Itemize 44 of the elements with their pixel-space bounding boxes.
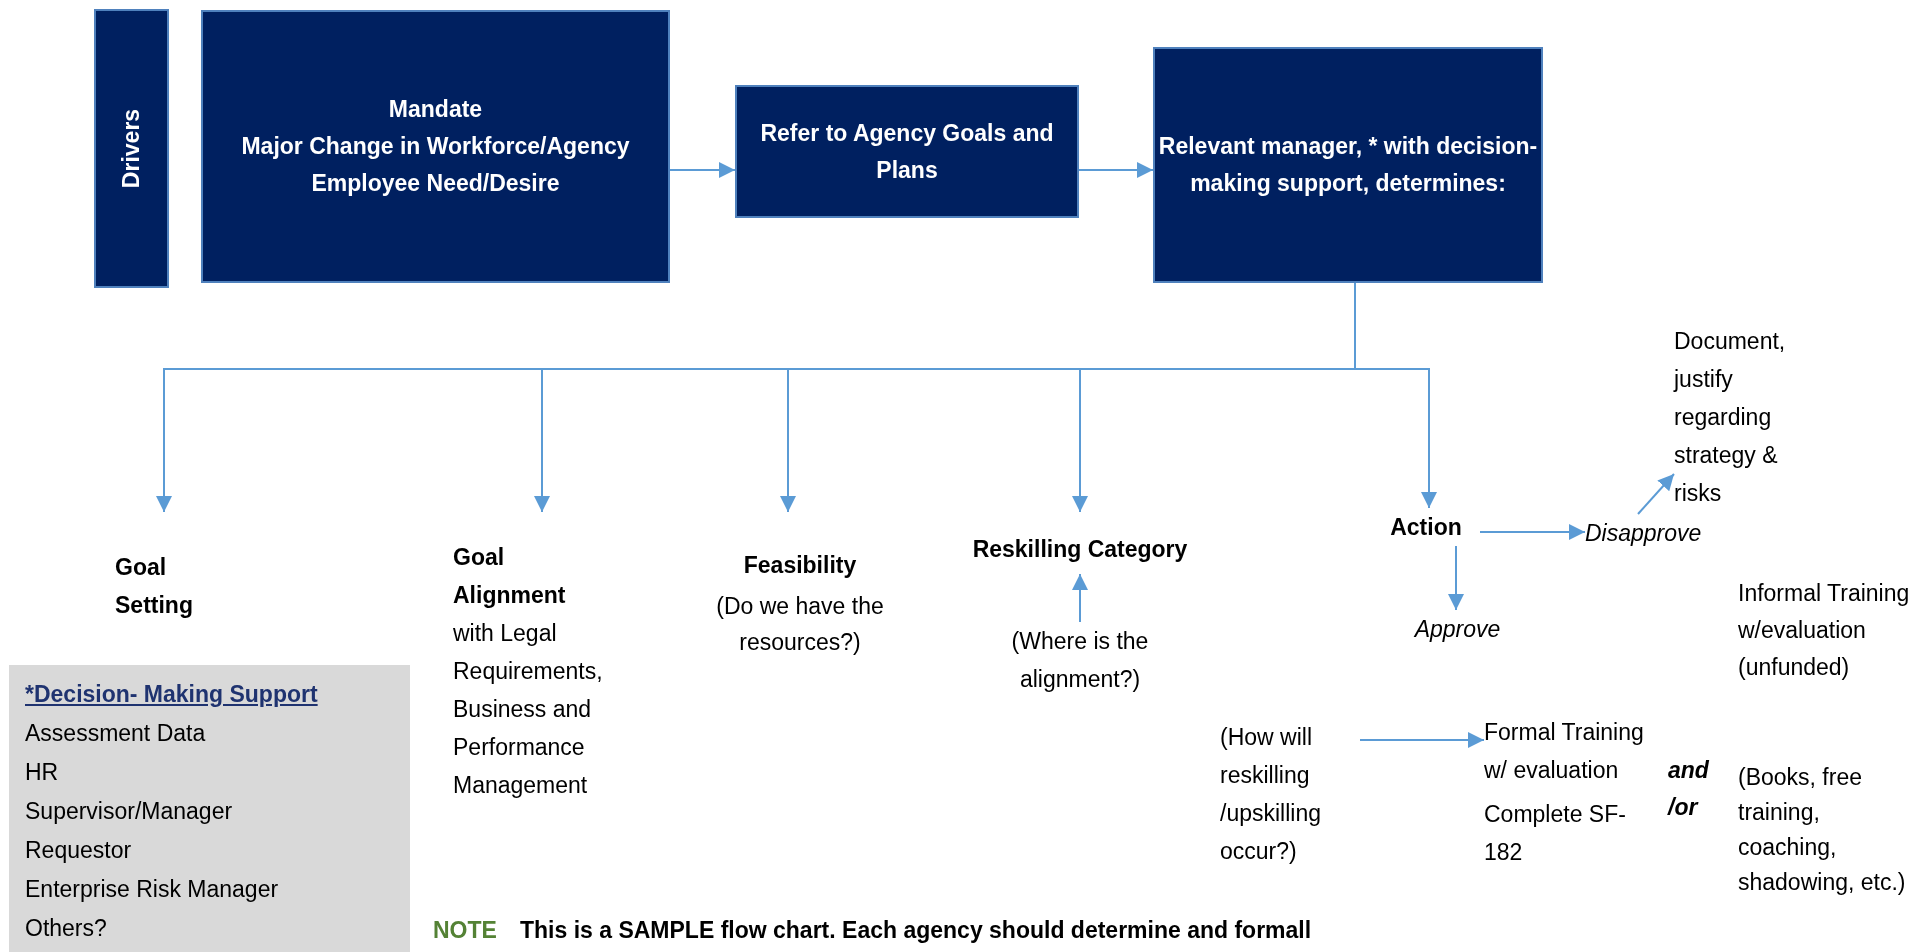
body-text: Assessment Data (25, 719, 207, 748)
arrow (1078, 162, 1154, 178)
outcome-text: Approve (1413, 615, 1502, 644)
body-text: (Where is the alignment?) (1010, 627, 1150, 694)
arrow (669, 162, 736, 178)
arrow (1359, 732, 1485, 748)
heading-text: Goal Setting (115, 553, 194, 620)
arrow (1072, 573, 1088, 623)
body-text: Formal Training w/ evaluation (1484, 718, 1644, 785)
arrow (1637, 473, 1675, 515)
driver-band (94, 9, 169, 288)
body-text: Refer to Agency Goals and Plans (759, 118, 1055, 185)
connector-text: and /or (1668, 756, 1710, 822)
heading-text: Action (1389, 513, 1463, 542)
vertical-label: Drivers (117, 108, 145, 189)
body-text: Requestor (25, 836, 133, 865)
arrow (1479, 524, 1586, 540)
arrow (1354, 282, 1437, 509)
process-box (735, 85, 1079, 218)
arrow (1448, 545, 1464, 611)
body-text: (Books, free training, coaching, shadowing, etc.) (1738, 763, 1907, 897)
outcome-text: Disapprove (1585, 519, 1703, 548)
note-marker: NOTE (433, 916, 497, 945)
body-text: (Do we have the resources?) (715, 592, 885, 657)
body-text: Relevant manager, * with decision-making support, determines: (1157, 132, 1539, 198)
process-box (201, 10, 670, 283)
body-text: with Legal Requirements, Business and Performance Management (453, 619, 604, 800)
body-text: Major Change in Workforce/Agency (241, 132, 630, 161)
heading-text: Reskilling Category (971, 535, 1189, 564)
body-text: (How will reskilling /upskilling occur?) (1220, 723, 1322, 866)
body-text: Informal Training w/evaluation (unfunded) (1738, 579, 1911, 682)
note-panel (9, 665, 410, 952)
body-text: Employee Need/Desire (311, 169, 560, 198)
body-text: Others? (25, 914, 108, 943)
body-text: Enterprise Risk Manager (25, 875, 280, 904)
body-text: Mandate (388, 95, 483, 124)
heading-text: Feasibility (742, 551, 858, 580)
process-box (1153, 47, 1543, 283)
body-text: Complete SF-182 (1484, 800, 1627, 867)
body-text: HR (25, 758, 60, 787)
body-text: Supervisor/Manager (25, 797, 234, 826)
body-text: Document, justify regarding strategy & risks (1674, 327, 1787, 508)
note-text: This is a SAMPLE flow chart. Each agency should determine and formall (520, 916, 1312, 945)
panel-heading: *Decision- Making Support (25, 680, 319, 709)
